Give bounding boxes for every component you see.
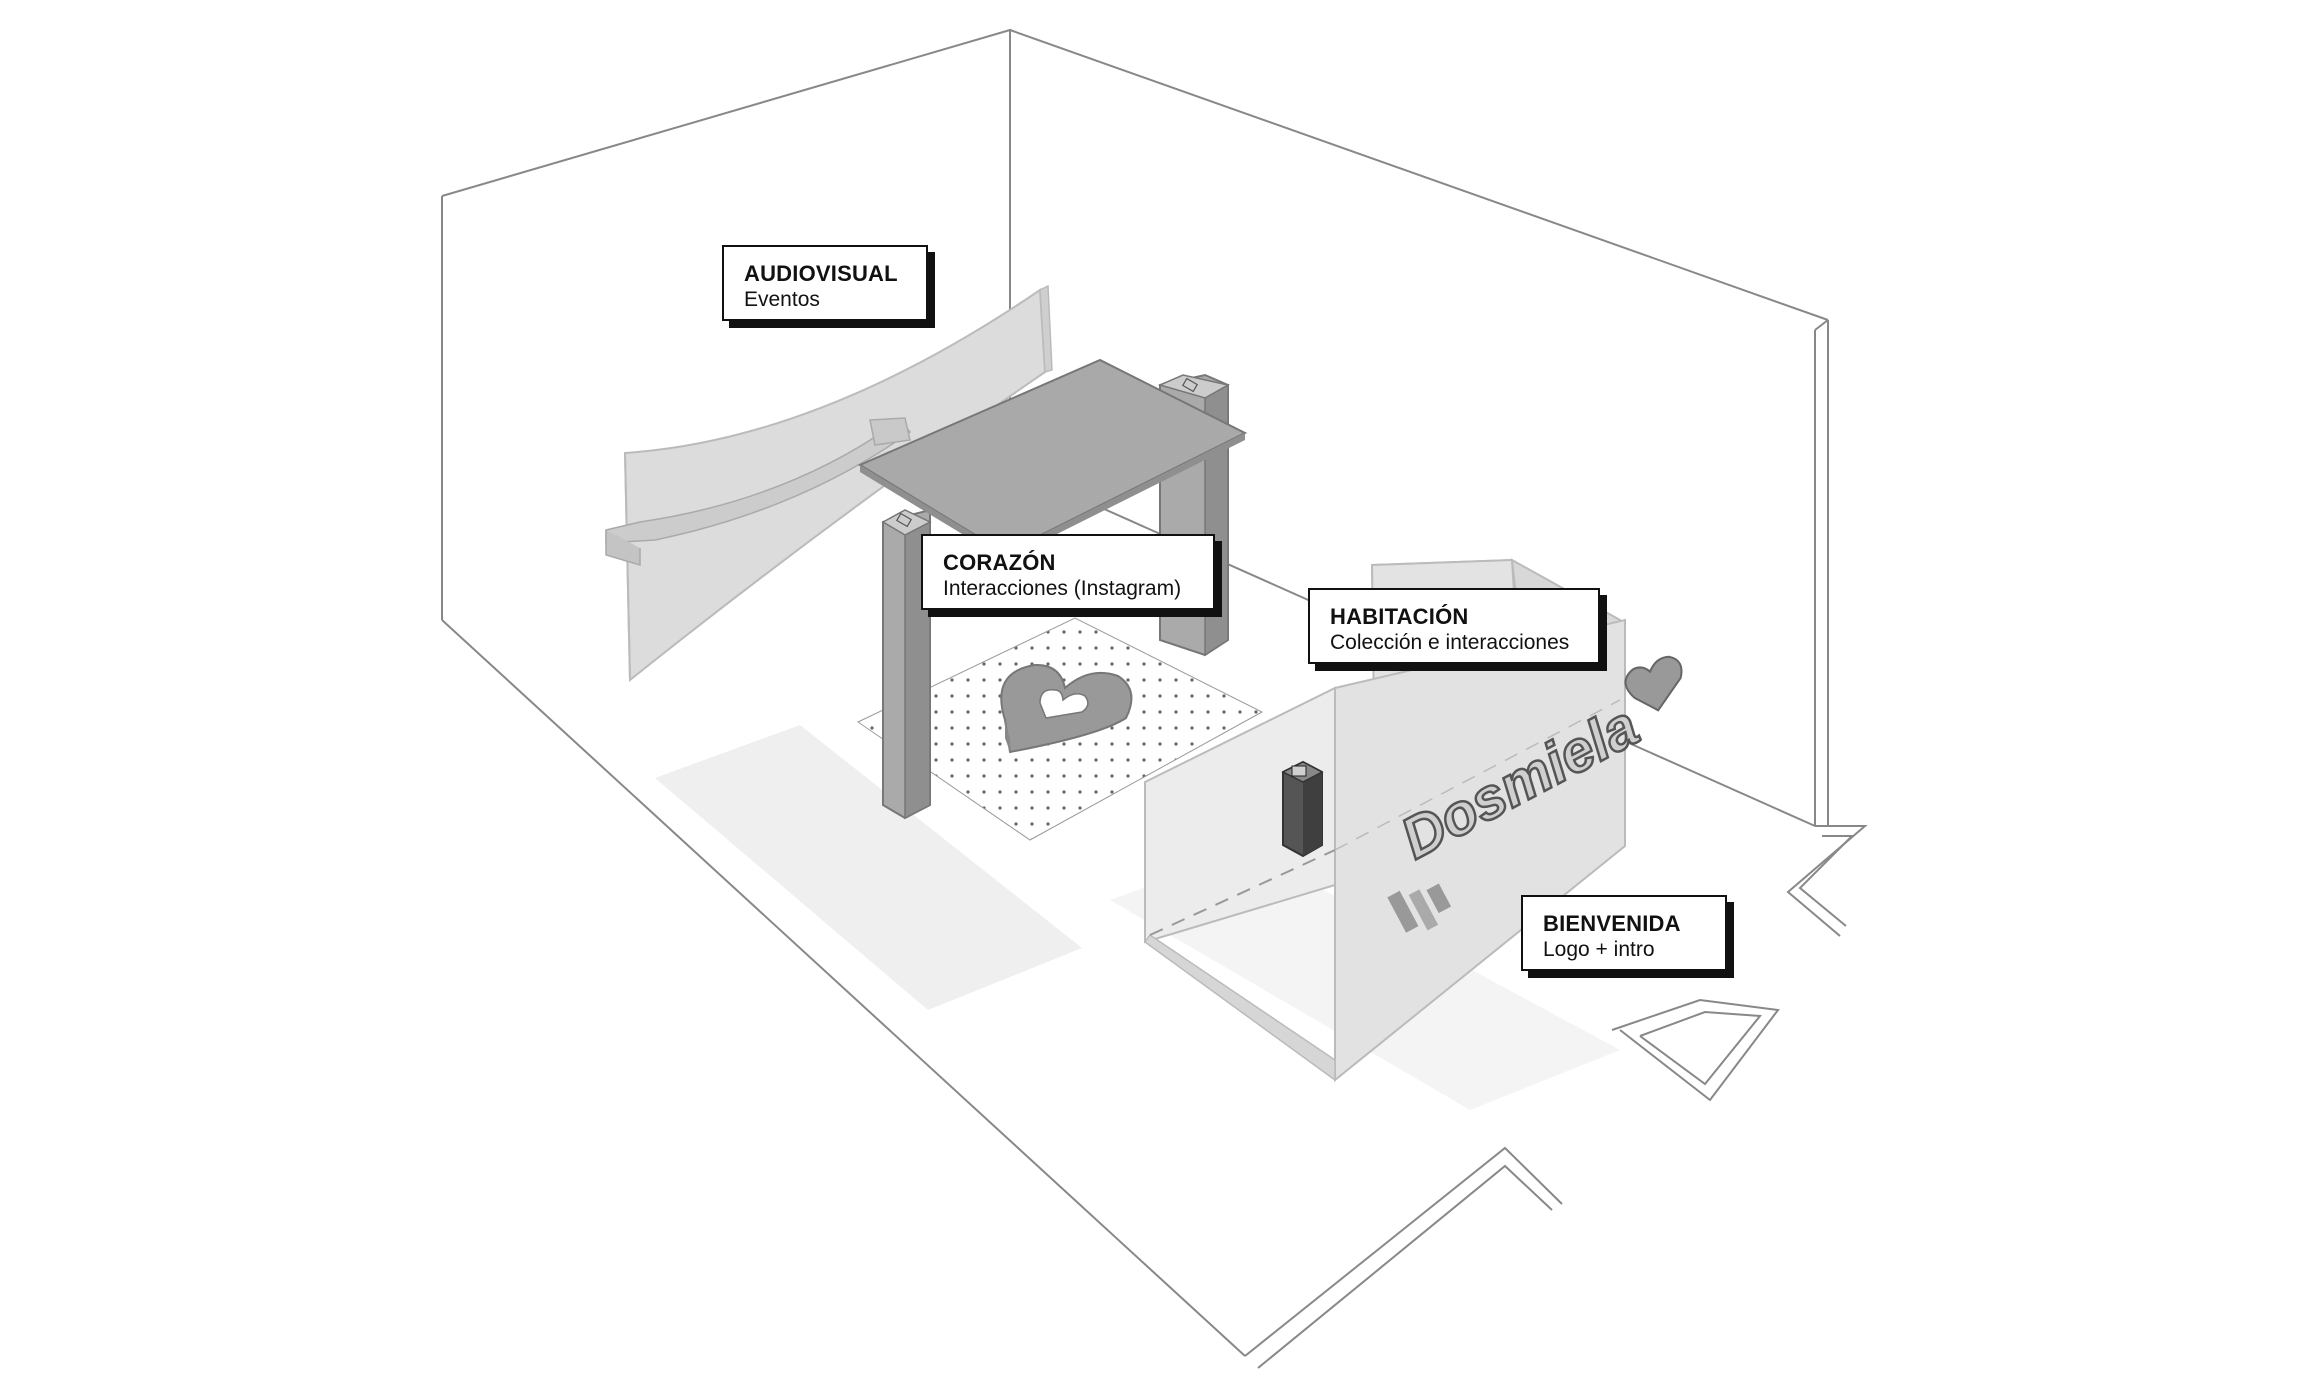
callout-subtitle: Logo + intro: [1543, 938, 1655, 961]
callout-audiovisual: AUDIOVISUAL Eventos: [722, 245, 928, 321]
callout-title: CORAZÓN: [943, 550, 1056, 575]
callout-corazon: CORAZÓN Interacciones (Instagram): [921, 534, 1215, 610]
callout-title: BIENVENIDA: [1543, 911, 1681, 936]
bienvenida-walls: Dosmiela: [1143, 618, 1683, 1083]
audiovisual-curved-screen: [605, 284, 1053, 683]
callout-habitacion: HABITACIÓN Colección e interacciones: [1308, 588, 1600, 664]
callout-subtitle: Eventos: [744, 288, 820, 311]
callout-title: HABITACIÓN: [1330, 604, 1469, 629]
callout-bienvenida: BIENVENIDA Logo + intro: [1521, 895, 1727, 971]
callout-title: AUDIOVISUAL: [744, 261, 898, 286]
callout-subtitle: Colección e interacciones: [1330, 631, 1570, 654]
kiosk-totem: [1281, 760, 1324, 858]
room-outline: [441, 28, 1868, 1369]
callout-subtitle: Interacciones (Instagram): [943, 577, 1182, 600]
heart-sculpture: [1000, 663, 1133, 754]
